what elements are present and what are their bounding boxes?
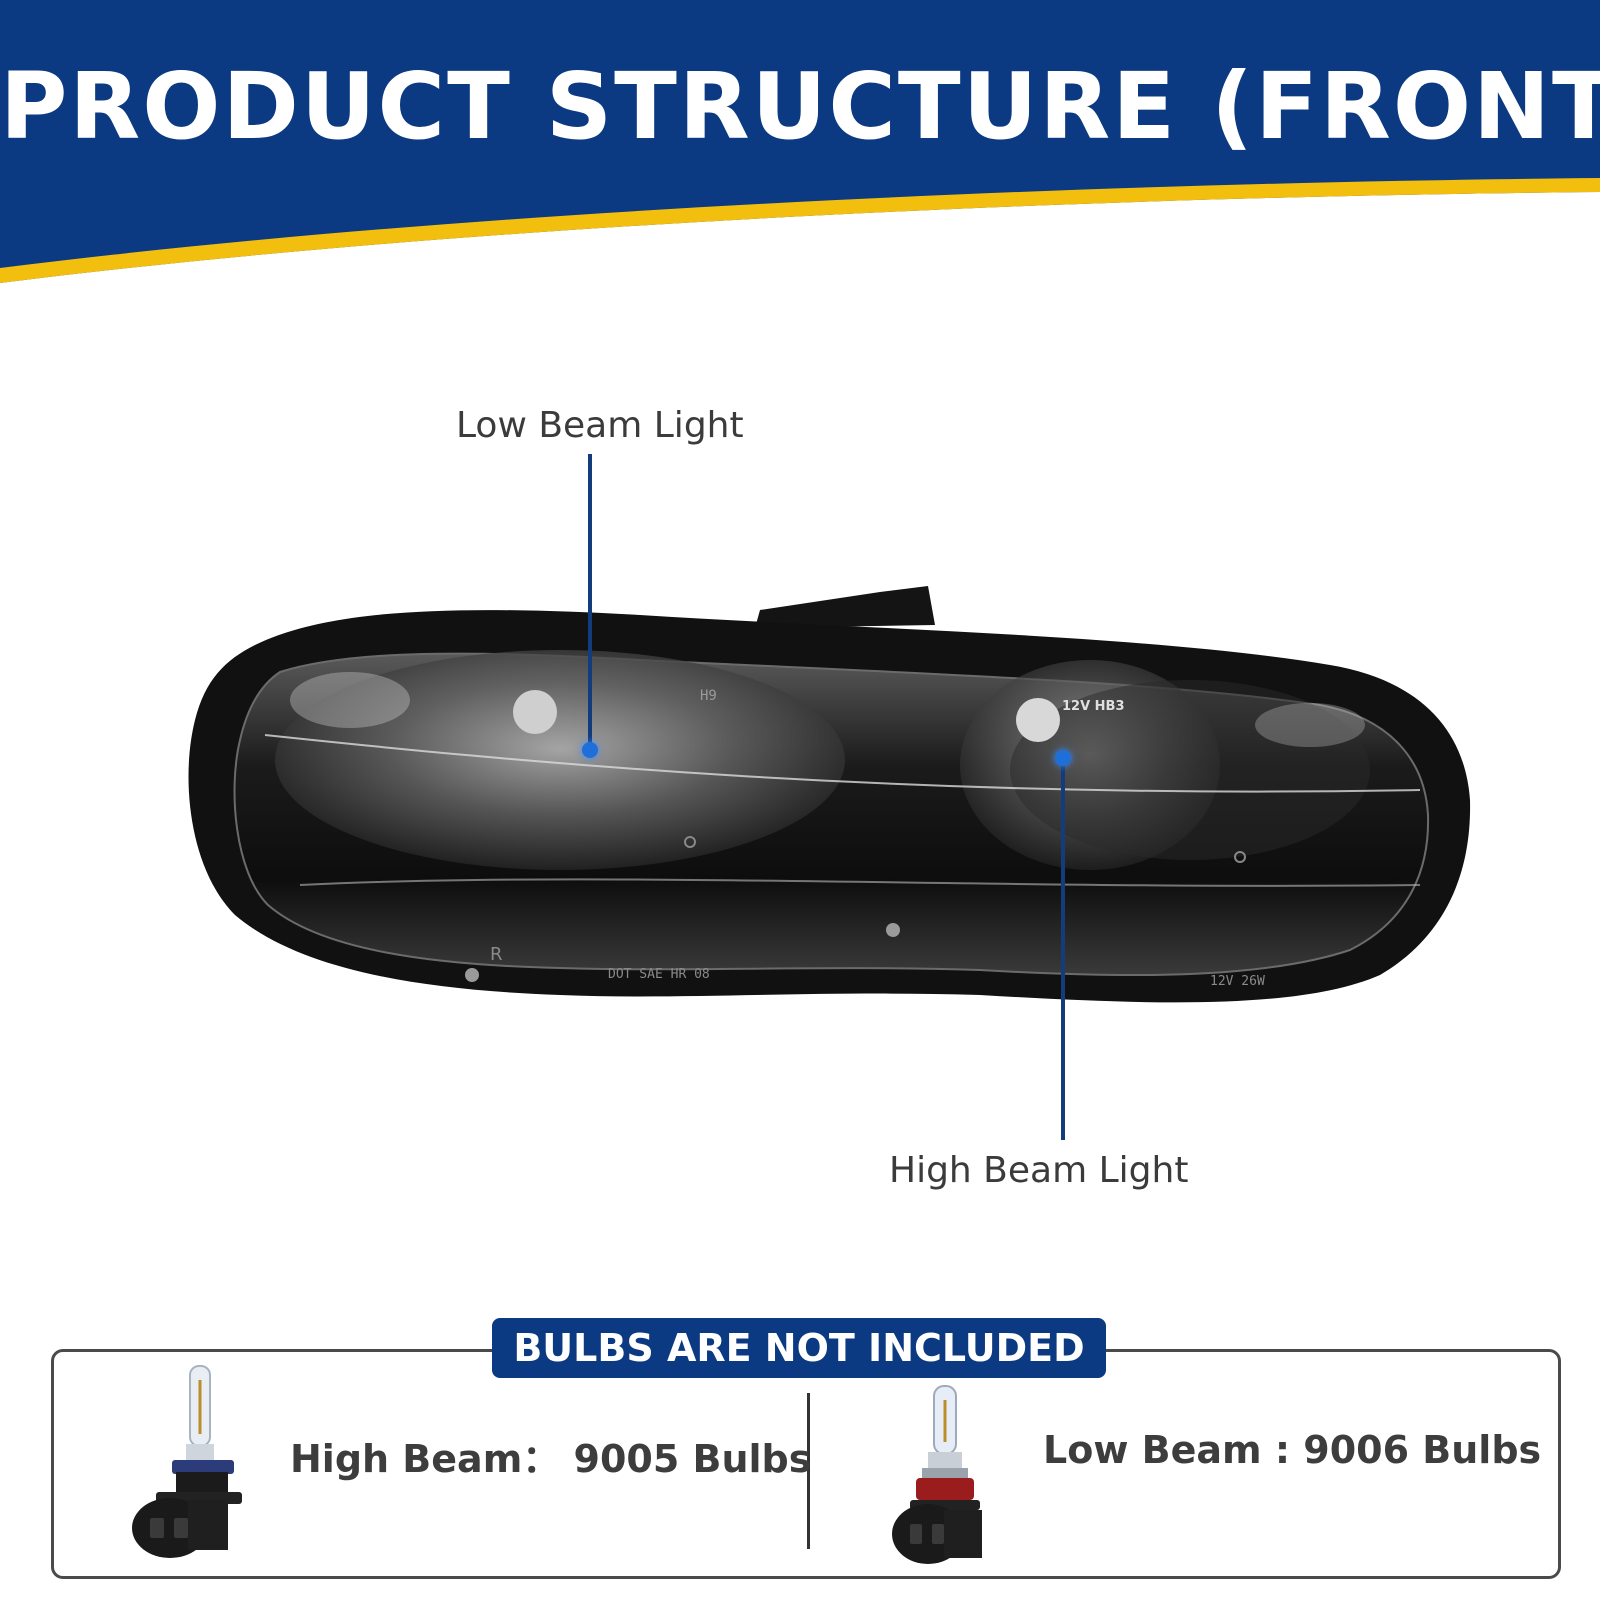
9005-bulb-icon xyxy=(132,1365,242,1558)
lens-marking-dot: DOT SAE HR 08 xyxy=(608,967,710,982)
bulbs-info-box xyxy=(51,1349,1561,1579)
low-beam-reflector xyxy=(275,650,845,870)
lens-marking-hb3: 12V HB3 xyxy=(1062,699,1125,714)
header-banner: PRODUCT STRUCTURE (FRONT) xyxy=(0,0,1600,300)
rear-connector xyxy=(755,586,935,628)
low-beam-marker xyxy=(582,742,598,758)
low-beam-label: Low Beam Light xyxy=(456,405,744,446)
gold-stripe xyxy=(0,178,1600,283)
lens-marking-h9: H9 xyxy=(700,688,717,704)
high-beam-label: High Beam Light xyxy=(889,1150,1189,1191)
low-beam-bulb-text: Low Beam : 9006 Bulbs xyxy=(1043,1428,1542,1472)
9006-bulb-icon xyxy=(892,1385,982,1564)
headlight-image: H9 12V HB3 DOT SAE HR 08 R 12V 26W xyxy=(188,586,1471,1003)
high-beam-bulb-text: High Beam： 9005 Bulbs xyxy=(290,1437,812,1481)
page-title: PRODUCT STRUCTURE (FRONT) xyxy=(0,53,1600,160)
banner-background xyxy=(0,0,1600,283)
lens-marking-r: R xyxy=(490,944,503,965)
bulbs-divider xyxy=(807,1393,810,1549)
lens-marking-12v: 12V 26W xyxy=(1210,974,1265,989)
high-beam-marker xyxy=(1055,750,1071,766)
bulbs-not-included-badge: BULBS ARE NOT INCLUDED xyxy=(492,1318,1106,1378)
low-beam-socket xyxy=(513,690,557,734)
high-beam-socket xyxy=(1016,698,1060,742)
low-beam-leader-line xyxy=(588,454,592,756)
high-beam-leader-line xyxy=(1061,752,1065,1140)
